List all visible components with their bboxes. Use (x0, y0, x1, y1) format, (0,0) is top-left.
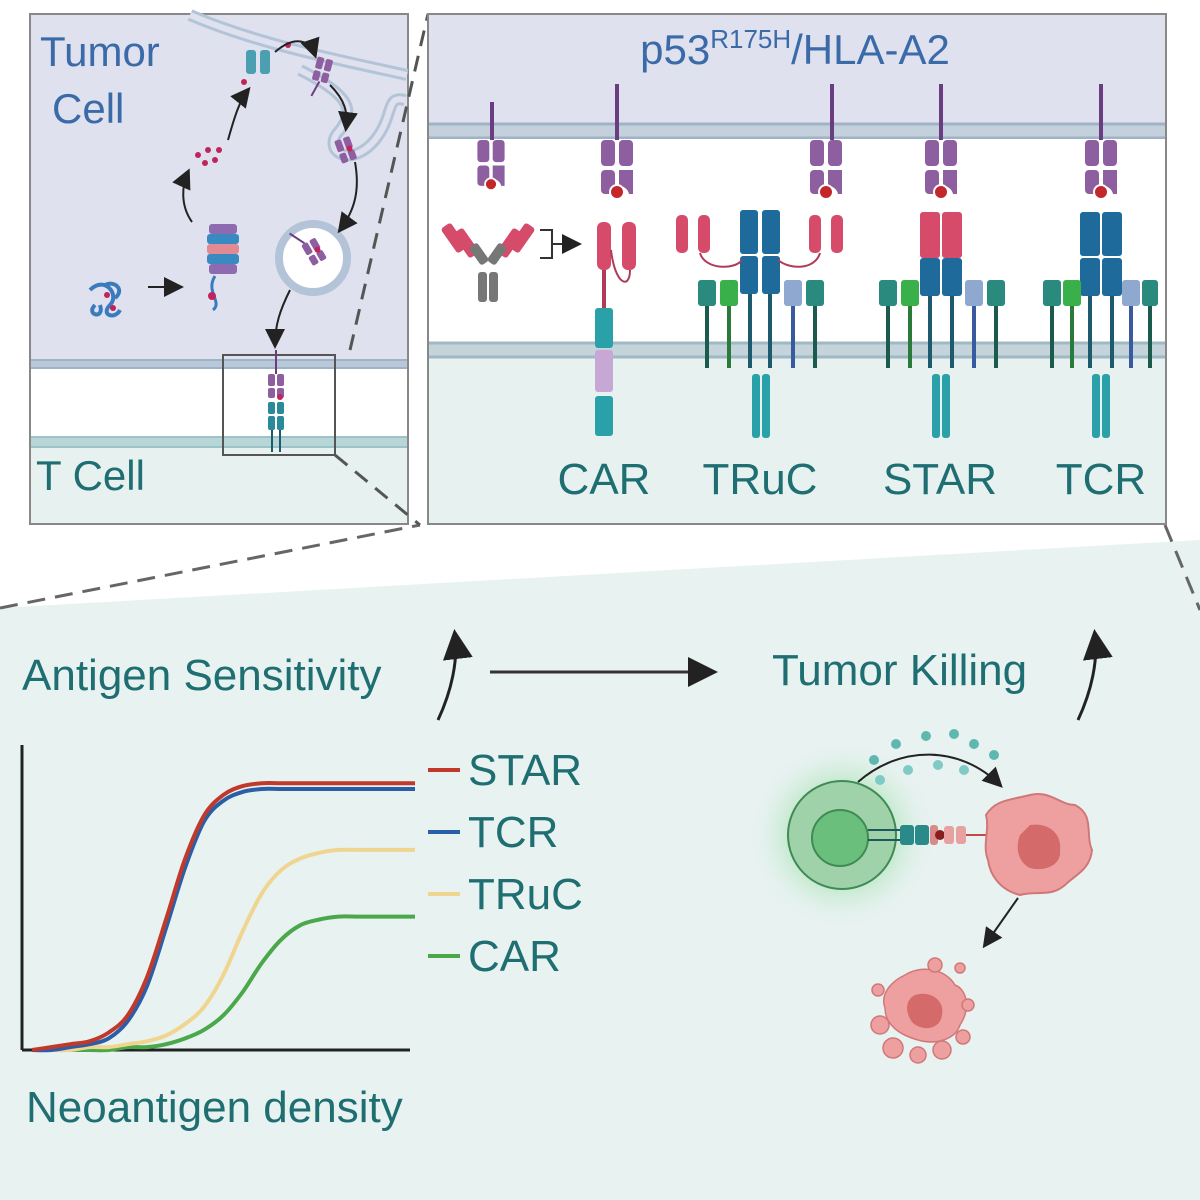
label-star: STAR (883, 455, 997, 504)
legend-label-truc: TRuC (468, 870, 583, 919)
tumor-label-line2: Cell (52, 85, 124, 132)
mhc-loading-icon (310, 56, 333, 97)
tumor-killing-illustration (747, 729, 1094, 1064)
up-arrow-icon (436, 629, 473, 721)
receptor-panel: p53R175H/HLA-A2 (427, 13, 1167, 525)
legend-label-car: CAR (468, 932, 561, 981)
car-receptor-icon (595, 84, 636, 436)
zoom-box (222, 354, 336, 456)
legend-label-tcr: TCR (468, 808, 558, 857)
receptor-synapse-icon (868, 825, 990, 845)
zoom-connector-lower (334, 453, 421, 527)
bottom-background (0, 540, 1200, 1200)
label-truc: TRuC (703, 455, 818, 504)
killing-arrow-icon (857, 753, 1003, 788)
zoom-line-left (0, 523, 421, 610)
tcr-receptor-icon (1043, 84, 1158, 438)
legend-label-star: STAR (468, 746, 582, 795)
pmhc-tcr-synapse-icon (268, 350, 284, 452)
label-tcr: TCR (1056, 455, 1146, 504)
tcell-label: T Cell (36, 452, 145, 499)
zoom-connector-upper (348, 13, 430, 351)
cytotoxic-granules-icon (869, 729, 999, 785)
tumor-killing-label: Tumor Killing (772, 646, 1027, 695)
panel-title: p53R175H/HLA-A2 (640, 24, 950, 73)
star-receptor-icon (879, 84, 1005, 438)
series-line-truc (32, 847, 415, 1053)
tumor-label-line1: Tumor (40, 28, 160, 75)
apoptotic-fragment-icon (907, 993, 943, 1029)
truc-receptor-icon (676, 84, 843, 438)
up-arrow-icon (1076, 629, 1113, 721)
apoptosis-arrow-icon (982, 897, 1019, 949)
tumor-nucleus-icon (1017, 824, 1061, 870)
tcell-nucleus-icon (811, 809, 869, 867)
series-line-tcr (31, 786, 415, 1053)
tap-transporter-icon (246, 50, 270, 74)
sensitivity-chart: STAR TCR TRuC CAR Neoantigen density (20, 745, 583, 1132)
antigen-sensitivity-label: Antigen Sensitivity (22, 651, 382, 700)
mhc-vesicle-icon (334, 136, 357, 164)
series-line-car (32, 914, 415, 1053)
series-line-star (31, 780, 415, 1052)
label-car: CAR (558, 455, 651, 504)
tumor-tcell-panel: Tumor Cell T Cell (29, 9, 409, 525)
mhc-endosome-icon (289, 232, 327, 266)
antibody-icon (441, 102, 582, 302)
zoom-line-right (1163, 524, 1200, 611)
protein-icon (88, 281, 122, 318)
x-axis-label: Neoantigen density (26, 1083, 403, 1132)
pathway-arrows (148, 36, 358, 349)
proteasome-icon (207, 224, 239, 312)
